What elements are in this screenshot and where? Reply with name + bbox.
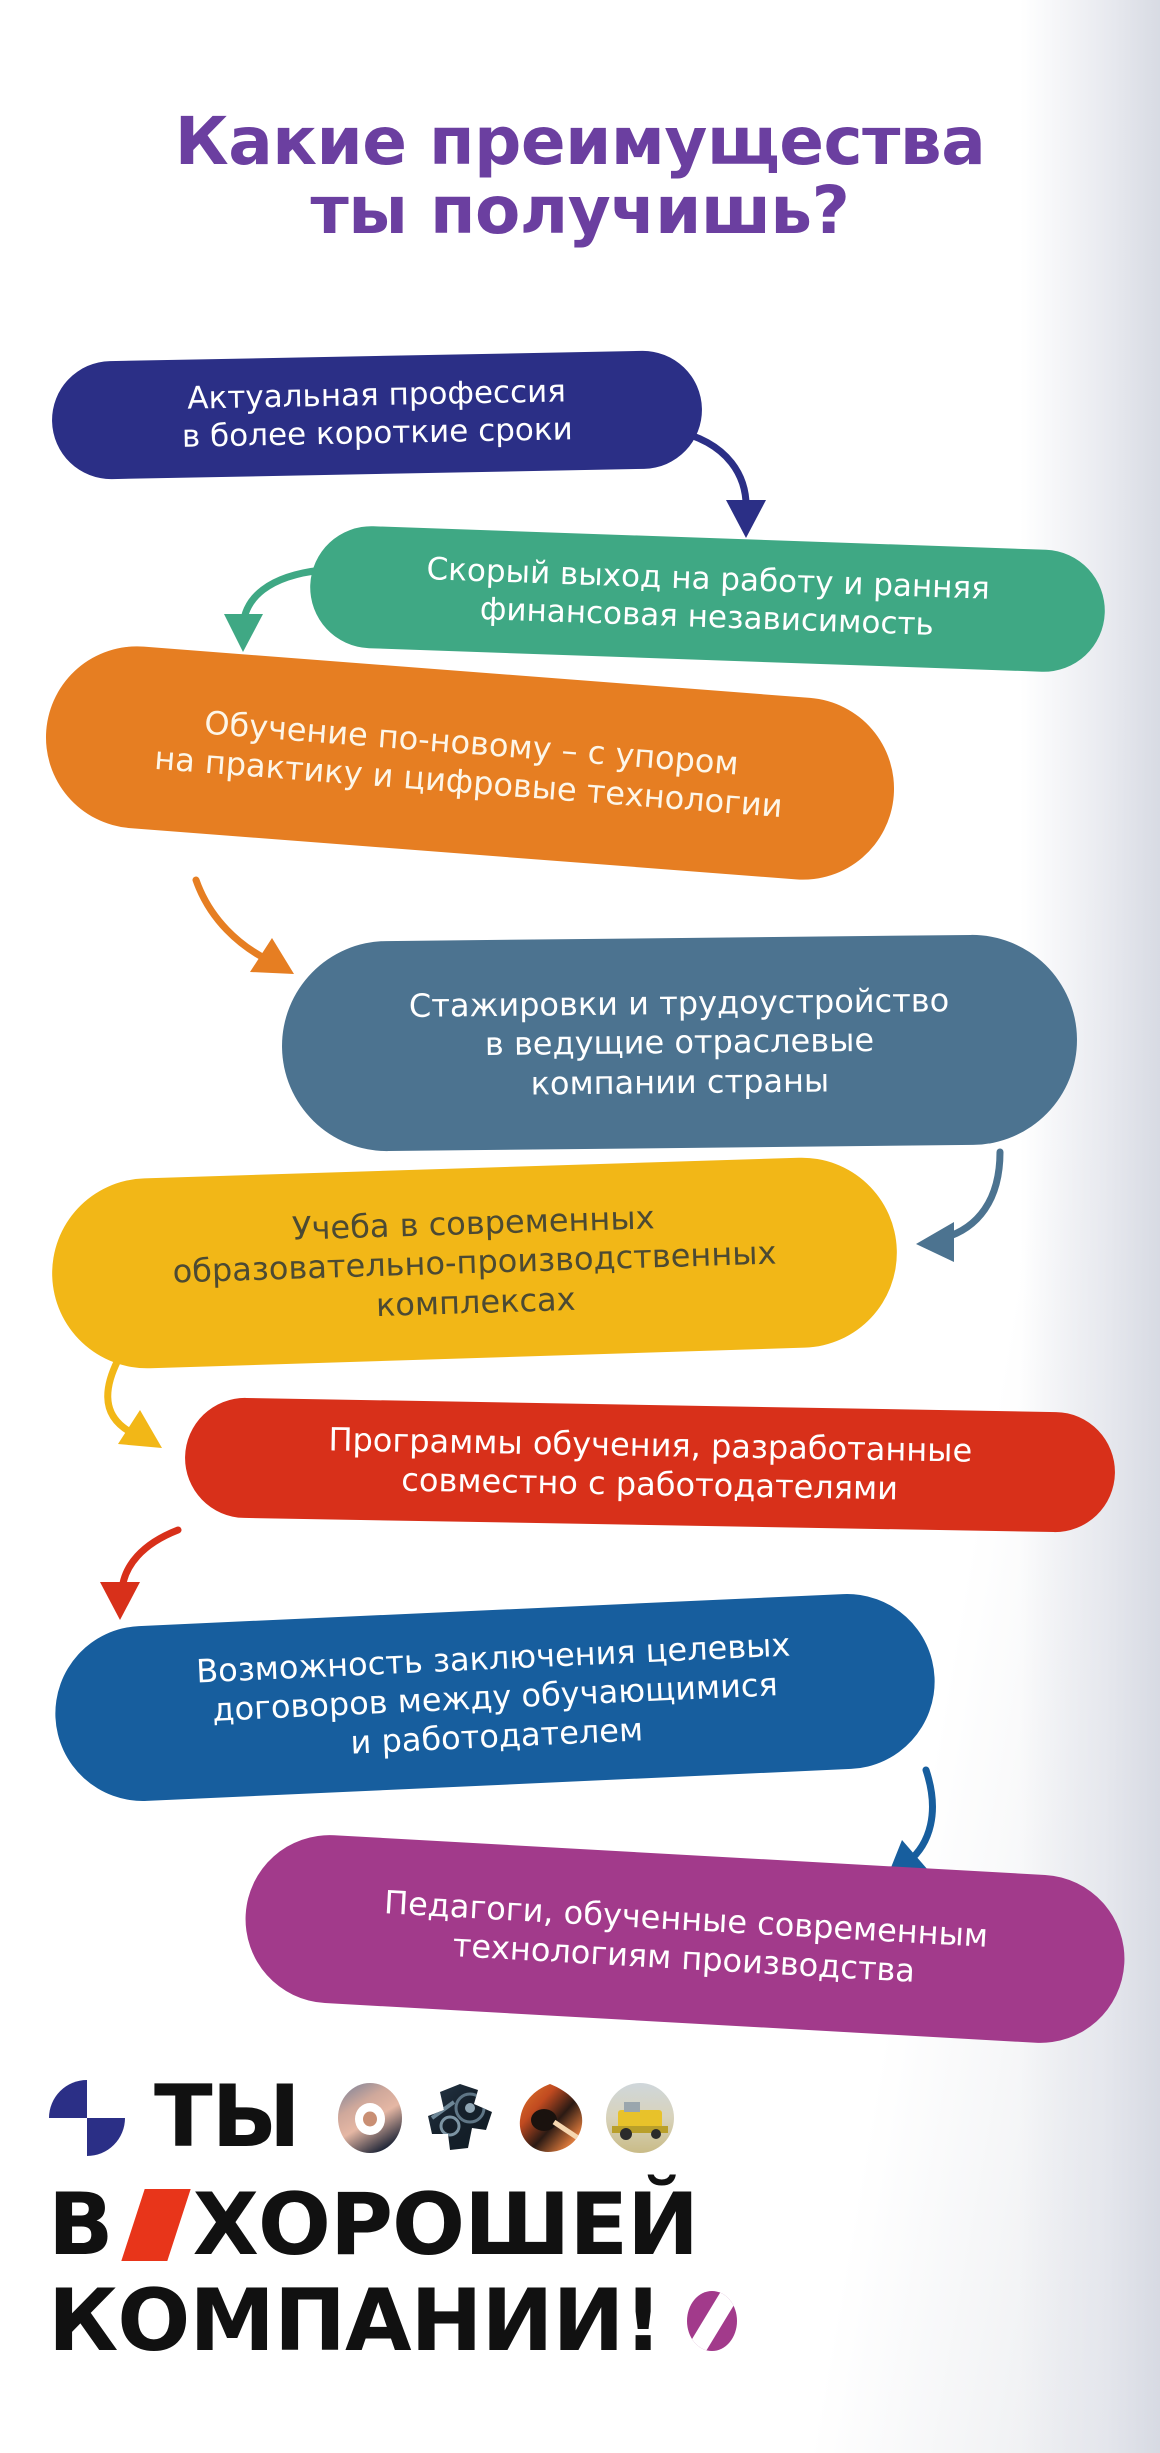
benefit-text: Программы обучения, разработанные совмес… (328, 1420, 973, 1508)
benefit-text: Возможность заключения целевых договоров… (195, 1625, 792, 1762)
brand-logo-row-kompanii: КОМПАНИИ! (48, 2278, 1118, 2364)
arrow-5-to-6 (100, 1526, 182, 1620)
page-title: Какие преимущества ты получишь? (174, 103, 986, 249)
arrow-4-to-5 (104, 1356, 162, 1448)
benefit-pill-celevye-dogovory[interactable]: Возможность заключения целевых договоров… (51, 1590, 939, 1805)
benefit-text: Скорый выход на работу и ранняя финансов… (425, 551, 991, 643)
brand-word-v: В (48, 2175, 114, 2275)
arrow-6-to-7 (886, 1766, 936, 1880)
arrow-2-to-3 (192, 876, 294, 974)
gear-machinery-icon (427, 2084, 492, 2150)
benefit-text: Педагоги, обученные современным технолог… (383, 1883, 990, 1990)
benefit-pill-aktualnaya-professiya[interactable]: Актуальная профессия в более короткие ср… (50, 349, 704, 481)
brand-logo-row-v-horoshey: В ХОРОШЕЙ (48, 2182, 1118, 2268)
brand-logo-block: ТЫ (48, 2062, 1118, 2364)
arrow-3-to-4 (916, 1148, 1004, 1262)
welding-sparks-icon (519, 2084, 582, 2152)
benefit-text: Стажировки и трудоустройство в ведущие о… (408, 981, 950, 1103)
purple-slashed-oval-icon (686, 2291, 737, 2351)
brand-logo-row-ty: ТЫ (48, 2062, 1118, 2174)
benefit-pill-pedagogi-obuchennye[interactable]: Педагоги, обученные современным технолог… (240, 1830, 1130, 2048)
pinwheel-logo-icon (49, 2080, 125, 2156)
benefit-pill-skoryy-vyhod-na-rabotu[interactable]: Скорый выход на работу и ранняя финансов… (308, 524, 1107, 674)
benefit-pill-ucheba-v-sovremennyh-kompleksah[interactable]: Учеба в современных образовательно-произ… (49, 1154, 900, 1372)
arrow-1-to-2 (224, 566, 326, 652)
target-donut-icon (337, 2083, 402, 2153)
benefit-text: Актуальная профессия в более короткие ср… (181, 373, 574, 455)
benefit-pill-stazhirovki-i-trudoustroystvo[interactable]: Стажировки и трудоустройство в ведущие о… (280, 933, 1079, 1153)
brand-word-ty: ТЫ (154, 2067, 301, 2168)
benefit-pill-programmy-obucheniya[interactable]: Программы обучения, разработанные совмес… (184, 1396, 1116, 1534)
benefit-text: Учеба в современных образовательно-произ… (172, 1198, 777, 1324)
combine-harvester-icon (605, 2083, 674, 2153)
benefit-pill-obuchenie-po-novomu[interactable]: Обучение по-новому – с упором на практик… (39, 639, 901, 887)
brand-word-kompanii: КОМПАНИИ! (48, 2271, 663, 2371)
brand-word-horoshey: ХОРОШЕЙ (192, 2175, 700, 2275)
benefit-text: Обучение по-новому – с упором на практик… (153, 703, 784, 826)
red-slash-icon (120, 2189, 191, 2261)
